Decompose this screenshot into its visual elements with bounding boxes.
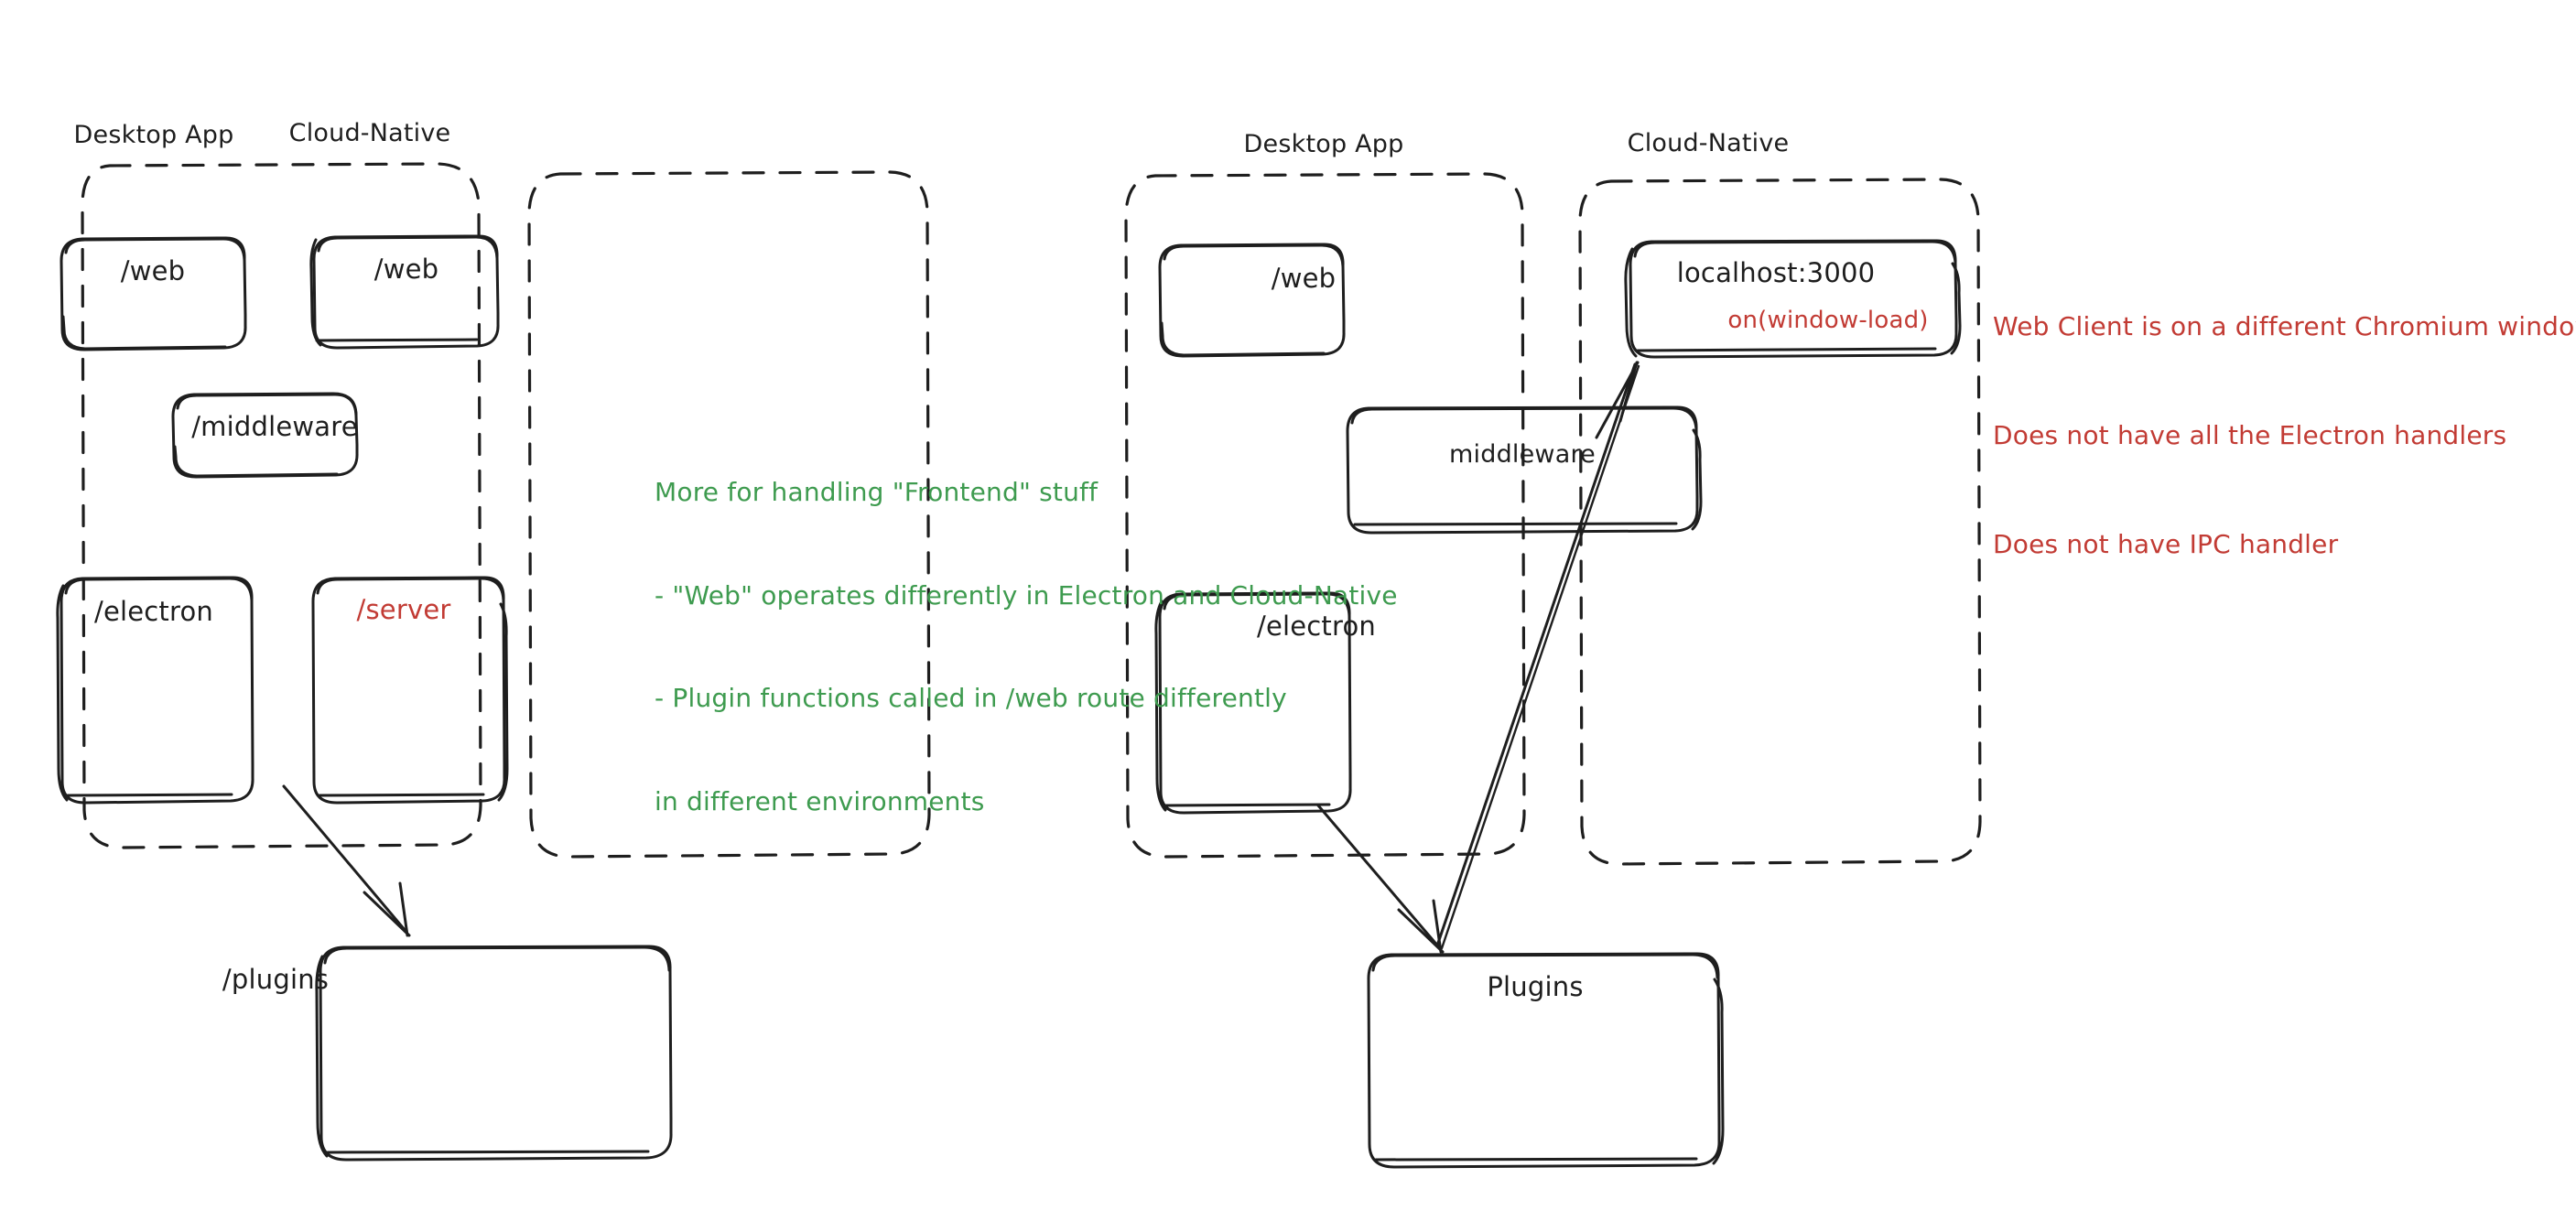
node-label-right-localhost[interactable]: localhost:3000 xyxy=(1676,257,1876,288)
note-left-green-line-1: More for handling "Frontend" stuff xyxy=(655,477,1099,508)
group-label-right-desktop-app: Desktop App xyxy=(1243,130,1404,158)
node-outline-left-plugins xyxy=(315,945,673,1162)
node-outline-left-middleware xyxy=(171,392,359,479)
group-outline-right-cloud-native xyxy=(1578,178,1982,866)
arrow-right-electron-to-localhost-second-stroke xyxy=(1440,364,1640,950)
node-label-right-electron[interactable]: /electron xyxy=(1256,611,1377,642)
group-outline-left-cloud-native xyxy=(527,170,931,859)
node-label-left-plugins[interactable]: /plugins xyxy=(222,964,330,995)
node-label-left-middleware[interactable]: /middleware xyxy=(191,411,358,442)
note-right-red-line-1: Web Client is on a different Chromium wi… xyxy=(1993,310,2576,341)
group-outline-left-desktop-app xyxy=(81,162,482,849)
group-outline-right-desktop-app xyxy=(1124,172,1526,859)
arrow-left-electron-to-plugins xyxy=(282,784,411,937)
node-outline-left-cloud-web xyxy=(309,234,500,350)
node-outline-right-localhost xyxy=(1624,239,1962,359)
node-outline-right-plugins xyxy=(1367,952,1725,1169)
node-sublabel-right-localhost-on-window-load: on(window-load) xyxy=(1727,307,1929,334)
note-right-red-line-3: Does not have IPC handler xyxy=(1993,529,2339,559)
node-outline-left-desktop-web xyxy=(60,236,247,351)
note-right-red: Web Client is on a different Chromium wi… xyxy=(1993,235,2576,635)
note-left-green-line-2: - "Web" operates differently in Electron… xyxy=(655,579,1398,611)
node-label-left-desktop-web[interactable]: /web xyxy=(120,255,186,286)
group-label-right-cloud-native: Cloud-Native xyxy=(1627,129,1790,157)
node-outline-right-electron xyxy=(1154,591,1352,815)
node-label-left-electron[interactable]: /electron xyxy=(93,596,214,627)
group-label-left-cloud-native: Cloud-Native xyxy=(288,119,451,147)
node-outline-right-desktop-web xyxy=(1158,243,1346,358)
node-label-right-plugins[interactable]: Plugins xyxy=(1487,971,1584,1002)
node-label-right-desktop-web[interactable]: /web xyxy=(1271,263,1337,294)
note-left-green-line-4: in different environments xyxy=(655,785,985,816)
note-right-red-line-2: Does not have all the Electron handlers xyxy=(1993,419,2507,450)
node-outline-right-middleware xyxy=(1346,405,1703,535)
node-label-left-cloud-web[interactable]: /web xyxy=(373,254,439,285)
note-left-green-line-3: - Plugin functions called in /web route … xyxy=(655,683,1287,714)
group-label-left-desktop-app: Desktop App xyxy=(73,121,234,149)
note-left-green: More for handling "Frontend" stuff - "We… xyxy=(655,406,1398,887)
node-outline-left-electron xyxy=(56,576,254,805)
arrow-right-electron-to-plugins xyxy=(1316,804,1445,954)
node-label-left-server[interactable]: /server xyxy=(356,594,451,625)
node-label-right-middleware[interactable]: middleware xyxy=(1449,440,1596,469)
node-outline-left-server xyxy=(311,576,509,805)
